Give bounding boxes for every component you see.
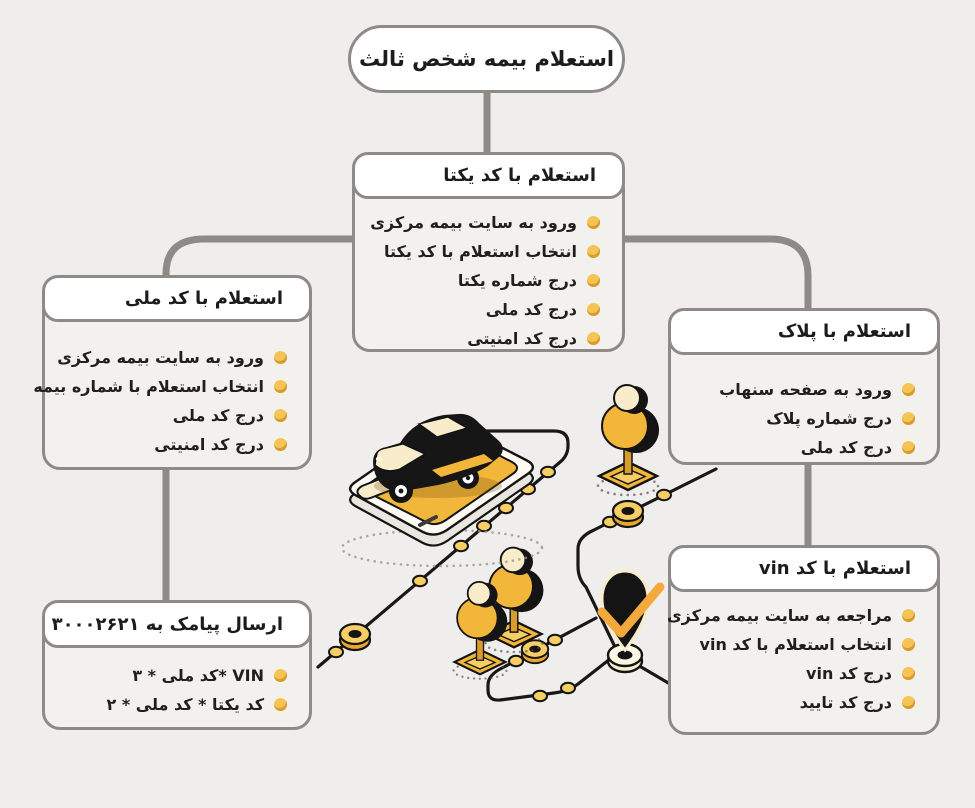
node-sms-header: ارسال پیامک به ۳۰۰۰۲۶۲۱ [42,600,312,648]
road-dot-icon [476,519,492,533]
list-item: ورود به صفحه سنهاب [671,375,937,404]
root-node: استعلام بیمه شخص ثالث [348,25,625,93]
step-label: ورود به سایت بیمه مرکزی [370,213,577,232]
list-item: درج شماره پلاک [671,404,937,433]
list-item: درج کد ملی [45,401,309,430]
node-yekta-header: استعلام با کد یکتا [352,152,625,199]
road-dot-icon [412,574,428,588]
node-pelak-title: استعلام با پلاک [777,321,911,342]
list-item: درج کد ملی [671,433,937,462]
node-sms-title: ارسال پیامک به ۳۰۰۰۲۶۲۱ [51,613,283,635]
node-pelak-header: استعلام با پلاک [668,308,940,355]
location-pin-check-icon [597,569,665,674]
connector-yekta-pelak [623,235,812,312]
bullet-coin-icon [274,380,287,393]
bullet-coin-icon [274,438,287,451]
list-item: درج کد ملی [355,295,622,324]
step-label: درج کد امنیتی [154,435,264,454]
step-label: درج کد ملی [485,300,577,319]
step-label: درج کد vin [806,664,892,683]
node-vin-title: استعلام با کد vin [758,558,911,579]
step-label: درج شماره پلاک [766,409,892,428]
bullet-coin-icon [902,441,915,454]
check-icon [597,582,665,638]
connector-yekta-melli [162,235,354,279]
road-dot-icon [547,633,563,647]
step-label: ورود به صفحه سنهاب [719,380,892,399]
bullet-coin-icon [902,696,915,709]
road-path [576,467,718,649]
node-melli-header: استعلام با کد ملی [42,275,312,322]
step-label: درج کد ملی [172,406,264,425]
list-item: VIN *کد ملی * ۳ [45,661,309,690]
bullet-coin-icon [587,274,600,287]
bullet-coin-icon [587,303,600,316]
bullet-coin-icon [274,409,287,422]
list-item: درج کد امنیتی [45,430,309,459]
road-dot-icon [560,681,576,695]
list-item: انتخاب استعلام با شماره بیمه [33,372,309,401]
bullet-coin-icon [587,332,600,345]
taxi-icon [373,413,503,503]
tree-icon [596,383,661,497]
road-dot-icon [453,539,469,553]
list-item: مراجعه به سایت بیمه مرکزی [667,601,937,630]
list-item: درج کد امنیتی [355,324,622,353]
bullet-coin-icon [902,383,915,396]
connector-lines [162,93,812,604]
node-yekta-title: استعلام با کد یکتا [443,165,596,186]
road-dot-icon [540,465,556,479]
bullet-coin-icon [274,351,287,364]
step-label: درج کد ملی [800,438,892,457]
step-label: کد یکتا * کد ملی * ۲ [106,695,265,714]
road-path [634,662,672,686]
roundabout-icon [338,622,372,652]
bullet-coin-icon [902,638,915,651]
road-dot-icon [328,645,344,659]
step-label: ورود به سایت بیمه مرکزی [57,348,264,367]
step-label: درج کد امنیتی [467,329,577,348]
phone-shadow [340,528,544,568]
phone-speaker [418,515,438,527]
list-item: ورود به سایت بیمه مرکزی [45,343,309,372]
bullet-coin-icon [587,216,600,229]
node-vin-header: استعلام با کد vin [668,545,940,592]
bullet-coin-icon [274,698,287,711]
step-label: درج کد تایید [799,693,892,712]
list-item: انتخاب استعلام با کد یکتا [355,237,622,266]
taxi-on-phone-illustration [340,413,544,568]
road-dot-icon [532,689,548,703]
node-melli-title: استعلام با کد ملی [124,288,283,309]
root-node-title: استعلام بیمه شخص ثالث [358,47,615,71]
road-dot-icon [498,501,514,515]
bullet-coin-icon [902,667,915,680]
list-item: درج شماره یکتا [355,266,622,295]
road-path [316,429,570,669]
list-item: انتخاب استعلام با کد vin [671,630,937,659]
bullet-coin-icon [587,245,600,258]
step-label: VIN *کد ملی * ۳ [132,666,264,685]
road-dot-icon [508,654,524,668]
bullet-coin-icon [274,669,287,682]
node-yekta-body: ورود به سایت بیمه مرکزی انتخاب استعلام ب… [352,170,625,352]
list-item: ورود به سایت بیمه مرکزی [355,208,622,237]
step-label: مراجعه به سایت بیمه مرکزی [666,606,892,625]
bullet-coin-icon [902,609,915,622]
bullet-coin-icon [902,412,915,425]
step-label: انتخاب استعلام با شماره بیمه [33,377,264,396]
step-label: انتخاب استعلام با کد vin [699,635,892,654]
step-label: انتخاب استعلام با کد یکتا [384,242,577,261]
list-item: درج کد تایید [671,688,937,717]
list-item: درج کد vin [671,659,937,688]
step-label: درج شماره یکتا [457,271,577,290]
roundabout-icon [611,499,645,529]
node-melli-body: ورود به سایت بیمه مرکزی انتخاب استعلام ب… [33,293,312,470]
road-dot-icon [656,488,672,502]
list-item: کد یکتا * کد ملی * ۲ [45,690,309,719]
